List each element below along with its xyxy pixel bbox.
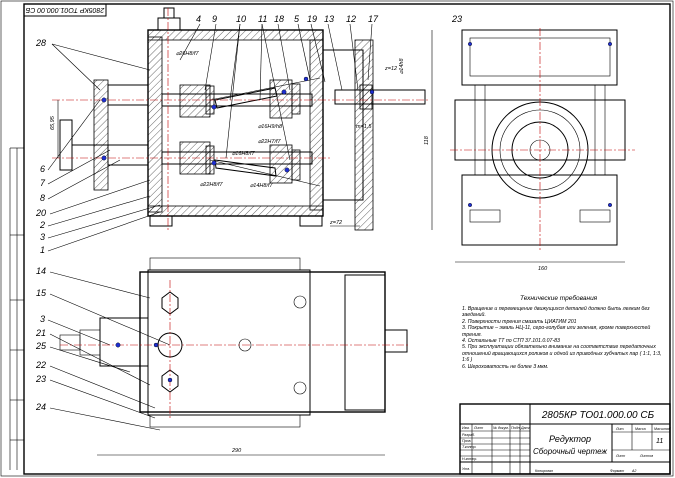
callout-23: 23 — [35, 374, 46, 384]
tech-req-heading: Технические требования — [520, 294, 598, 302]
tech-req-item: 4. Остальные ТТ по СТП 37.101.0.07-83 — [462, 338, 560, 345]
callout-13: 13 — [324, 14, 334, 24]
title-mass-label: Масса — [635, 427, 646, 431]
title-product-name: Редуктор — [549, 434, 591, 444]
callout-11: 11 — [258, 14, 267, 24]
callout-7: 7 — [40, 178, 46, 188]
title-drawing-type: Сборочный чертеж — [533, 447, 607, 456]
callout-3b: 3 — [40, 314, 45, 324]
title-row-sign: Подп. — [511, 426, 521, 430]
fit-label-2: ⌀16H9/h8 — [258, 124, 283, 130]
callout-5: 5 — [294, 14, 300, 24]
callout-24: 24 — [35, 402, 46, 412]
title-row-list: Лист — [473, 426, 483, 430]
corner-drawing-number: 2805КР ТО01.000.00 СБ — [25, 6, 105, 13]
left-callouts: 28 6 7 8 20 2 3 1 14 15 3 21 25 22 23 24 — [35, 38, 171, 431]
dim-length-plan: 290 — [231, 448, 242, 454]
title-row-tkontr: Т.контр. — [462, 445, 477, 449]
dim-z12: z=12 — [384, 66, 397, 72]
fit-label-7: ⌀14h8 — [399, 58, 405, 74]
callout-4: 4 — [196, 14, 201, 24]
callout-14: 14 — [36, 266, 46, 276]
front-dimensions: 65,95 118 z=12 m=1,5 z=72 — [50, 30, 433, 230]
fit-label-3: ⌀22H7/f7 — [258, 139, 282, 145]
plan-view: 290 — [59, 257, 410, 456]
fit-annotations: ⌀26H8/f7 ⌀16H9/h8 ⌀22H7/f7 ⌀16H8/f7 ⌀22H… — [176, 51, 405, 189]
title-row-nkontr: Н.контр. — [462, 457, 477, 461]
callout-19: 19 — [307, 14, 317, 24]
title-block: Изм. Лист № докум. Подп. Дата Разраб. Пр… — [459, 403, 672, 475]
tech-req-item: 5. При эксплуатации обязательно внимание… — [462, 344, 662, 364]
callout-12: 12 — [346, 14, 356, 24]
title-row-date: Дата — [520, 426, 530, 430]
tech-req-item: 1. Вращение и перемещение движущихся дет… — [462, 306, 650, 319]
callout-18: 18 — [274, 14, 284, 24]
dim-m15: m=1,5 — [356, 124, 372, 130]
title-row-izm: Изм. — [462, 426, 470, 430]
callout-28: 28 — [35, 38, 46, 48]
callout-21: 21 — [35, 328, 46, 338]
title-row-utv: Утв. — [462, 467, 470, 471]
sheet-inner-frame — [23, 3, 671, 475]
dim-center-distance: 65,95 — [50, 115, 56, 130]
corner-number-box: 2805КР ТО01.000.00 СБ — [23, 3, 107, 17]
callout-3a: 3 — [40, 232, 45, 242]
tech-req-item: 2. Поверхности трения смазать ЦИАТИМ 201 — [462, 318, 577, 325]
title-row-razrab: Разраб. — [462, 433, 475, 437]
tech-req-list-box: 1. Вращение и перемещение движущихся дет… — [462, 306, 662, 370]
tech-req-item: 3. Покрытие – эмаль НЦ-11, серо-голубая … — [462, 325, 651, 338]
front-section-view — [52, 7, 430, 232]
fit-label-4: ⌀16H8/f7 — [232, 151, 256, 157]
callout-15: 15 — [36, 288, 47, 298]
callout-9: 9 — [212, 14, 217, 24]
callout-8: 8 — [40, 193, 45, 203]
title-lit-label: Лит. — [615, 427, 624, 431]
left-binding-strip — [9, 147, 24, 470]
callout-10: 10 — [236, 14, 246, 24]
title-format-label: Формат — [610, 469, 624, 473]
tech-req-item: 6. Шероховатость не более 3 мкм. — [462, 363, 549, 370]
fit-label-1: ⌀26H8/f7 — [176, 51, 200, 57]
dim-height-front: 118 — [424, 135, 430, 145]
callout-22: 22 — [35, 360, 46, 370]
technical-requirements: Технические требования — [520, 294, 598, 302]
fit-label-5: ⌀22H8/f7 — [200, 182, 224, 188]
callout-25: 25 — [35, 341, 47, 351]
callout-17: 17 — [368, 14, 379, 24]
top-callouts: 4 9 10 11 18 5 19 13 12 17 — [179, 14, 379, 161]
callout-1: 1 — [40, 245, 45, 255]
title-sheets-label: Листов — [639, 454, 653, 458]
title-copied-label: Копировал — [535, 469, 553, 473]
title-format-value: А2 — [631, 469, 636, 473]
title-row-doc: № докум. — [493, 426, 509, 430]
dim-width-side: 160 — [538, 266, 548, 272]
title-drawing-number: 2805КР ТО01.000.00 СБ — [541, 410, 655, 421]
side-view: 23 160 — [450, 14, 635, 272]
callout-6: 6 — [40, 164, 45, 174]
title-scale-label: Масштаб — [654, 427, 672, 431]
side-view-callout: 23 — [451, 14, 462, 24]
title-row-prov: Пров. — [462, 439, 471, 443]
title-sheet-label: Лист — [615, 454, 625, 458]
callout-2: 2 — [39, 220, 45, 230]
callout-20: 20 — [35, 208, 46, 218]
title-sheet-count: 11 — [656, 438, 663, 445]
dim-z72: z=72 — [329, 220, 342, 226]
fit-label-6: ⌀14H8/f7 — [250, 183, 274, 189]
